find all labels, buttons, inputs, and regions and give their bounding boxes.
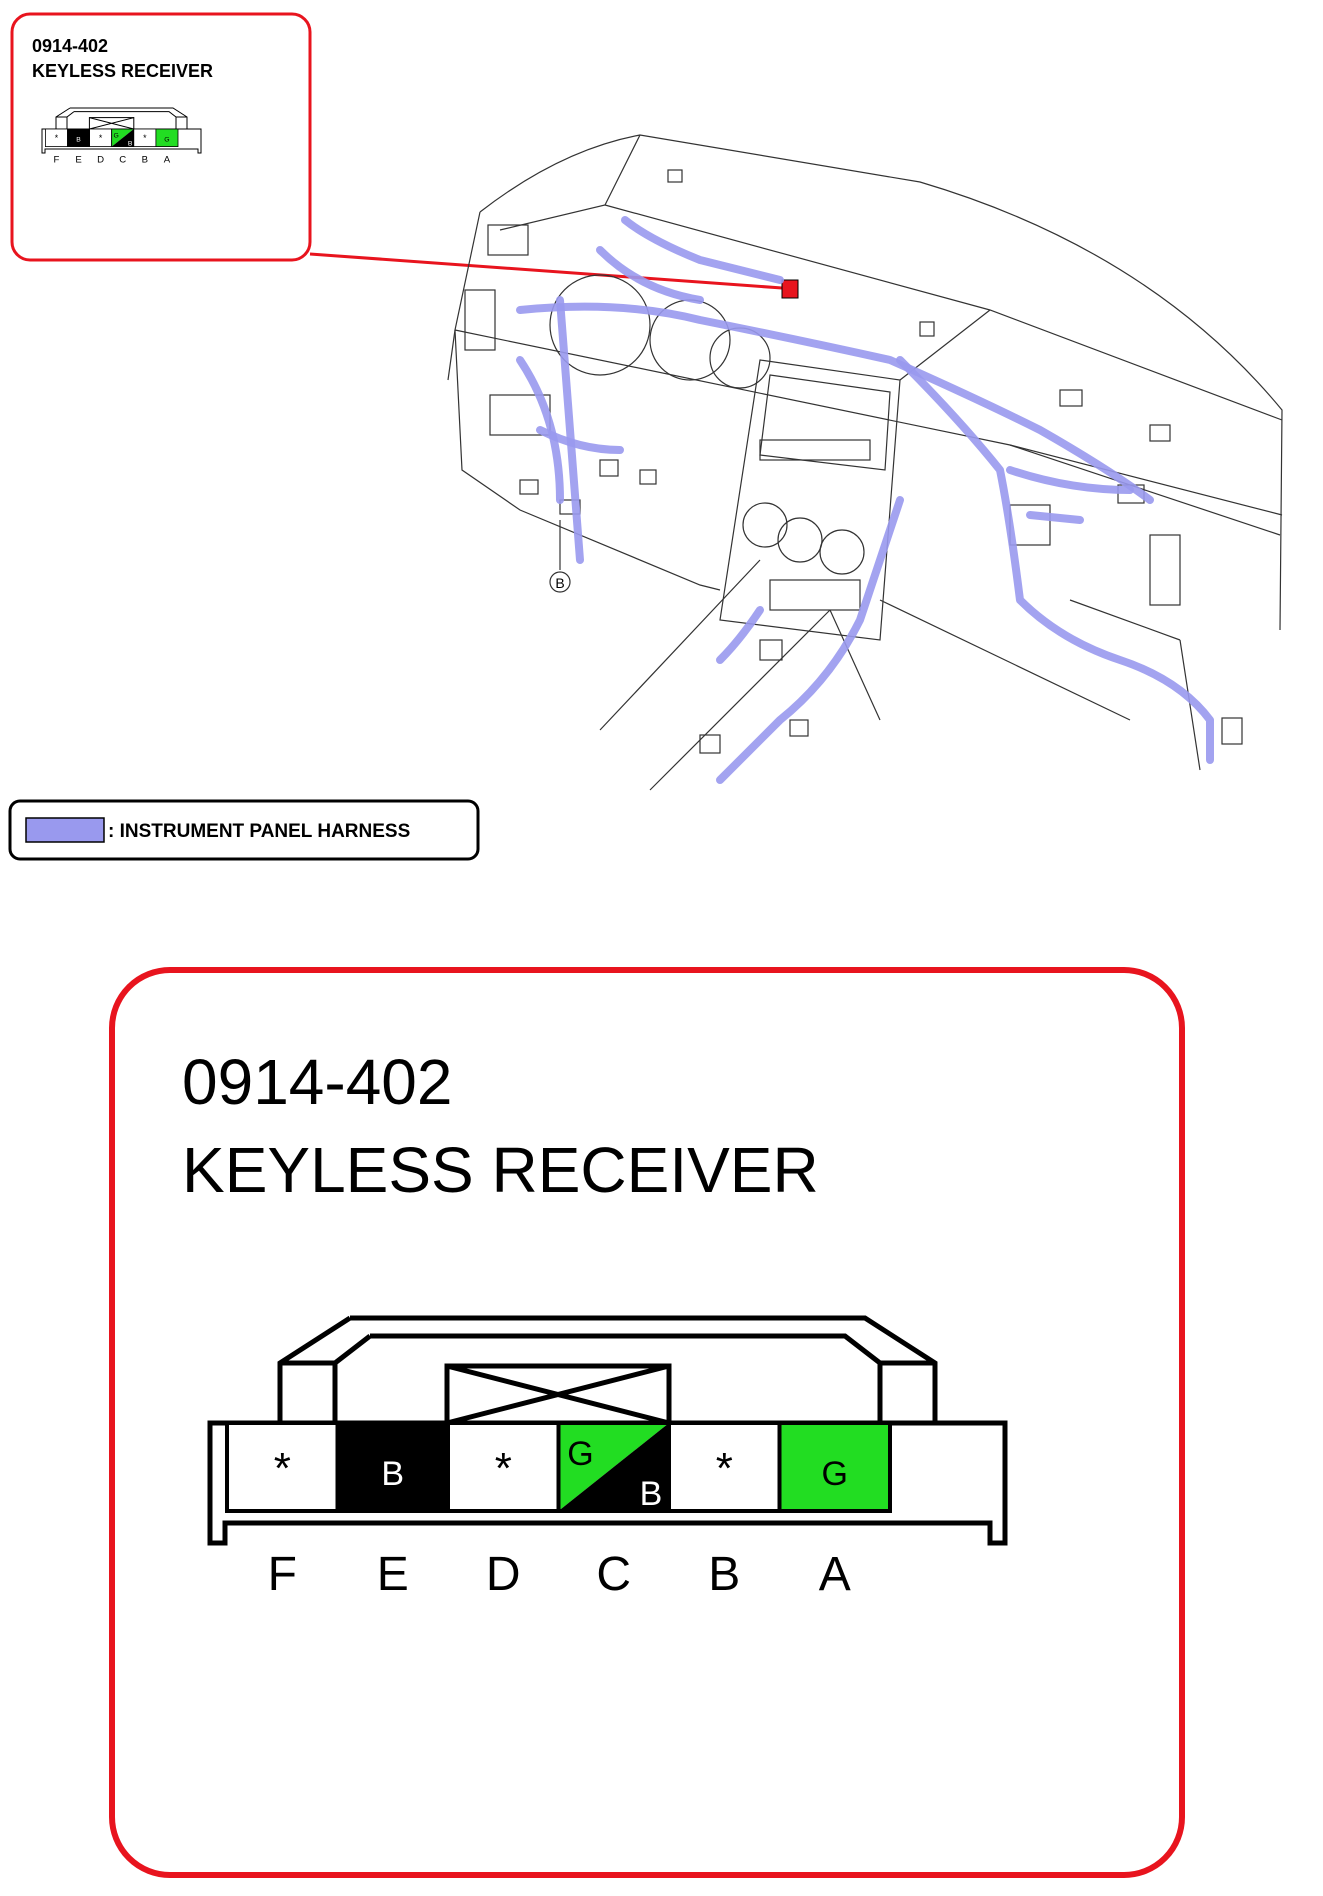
harness-callout-circle: [549, 571, 571, 593]
connector-base: [207, 1420, 1008, 1546]
legend-swatch: [25, 817, 105, 843]
pin-D-mark: *: [99, 133, 103, 143]
pin-C: GB: [111, 128, 135, 147]
pin-letter-C: C: [596, 1548, 631, 1601]
legend-label: : INSTRUMENT PANEL HARNESS: [108, 821, 410, 842]
pin-E-wire: B: [381, 1455, 404, 1493]
pin-letter-A: A: [819, 1548, 851, 1601]
pin-F-mark: *: [55, 133, 59, 143]
legend: : INSTRUMENT PANEL HARNESS: [8, 799, 480, 861]
pin-letter-F: F: [54, 154, 60, 165]
pin-F-mark: *: [274, 1444, 291, 1493]
pin-letter-E: E: [75, 154, 81, 165]
locator-line: [309, 252, 783, 290]
pin-A-wire: G: [164, 136, 169, 143]
harness-callout-label: B: [555, 575, 564, 591]
pin-letter-B: B: [142, 154, 148, 165]
pin-letter-E: E: [377, 1548, 409, 1601]
instrument-panel-harness: [516, 216, 1214, 784]
pin-C-wire-top: G: [113, 132, 118, 139]
dash-outline: [447, 134, 1283, 631]
pin-D: *: [446, 1421, 561, 1513]
pin-letter-B: B: [708, 1548, 740, 1601]
pin-A: G: [777, 1421, 892, 1513]
pin-E: B: [67, 128, 91, 148]
large-callout-frame: [109, 967, 1185, 1878]
pin-A-wire: G: [822, 1455, 848, 1493]
pin-E: B: [335, 1421, 450, 1513]
pin-B-mark: *: [716, 1444, 733, 1493]
pin-letter-D: D: [97, 154, 104, 165]
pin-E-wire: B: [76, 136, 81, 143]
legend-frame: [8, 799, 480, 861]
small-callout-frame: [10, 12, 312, 262]
pin-letter-C: C: [119, 154, 126, 165]
pin-F: *: [225, 1421, 340, 1513]
pin-C-wire-bottom: B: [640, 1475, 663, 1513]
small-connector-name: KEYLESS RECEIVER: [32, 61, 213, 81]
dashboard-illustration: [447, 134, 1283, 791]
pin-C-wire-bottom: B: [128, 140, 133, 147]
pin-B: *: [667, 1421, 782, 1513]
pin-D-mark: *: [495, 1444, 512, 1493]
pin-B: *: [133, 128, 157, 148]
large-connector-name: KEYLESS RECEIVER: [182, 1134, 819, 1206]
pin-A: G: [155, 128, 179, 148]
pin-letter-D: D: [486, 1548, 521, 1601]
large-connector-code: 0914-402: [182, 1046, 452, 1118]
connector-location-marker: [781, 279, 799, 299]
pin-C-wire-top: G: [567, 1435, 593, 1473]
harness-callout: B: [549, 520, 571, 593]
pin-B-mark: *: [143, 133, 147, 143]
small-connector-code: 0914-402: [32, 36, 108, 56]
pin-D: *: [89, 128, 113, 148]
pin-F: *: [45, 128, 68, 148]
pin-letter-F: F: [268, 1548, 297, 1601]
pin-letter-A: A: [164, 154, 171, 165]
connector-base: [41, 128, 202, 154]
pin-C: GB: [556, 1421, 671, 1513]
